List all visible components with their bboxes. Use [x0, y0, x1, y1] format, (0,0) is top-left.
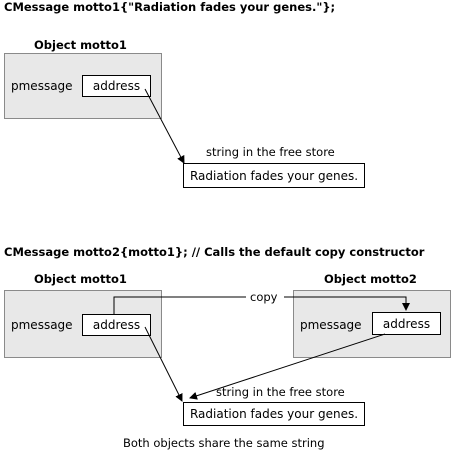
object-motto1-title-2: Object motto1 [34, 272, 127, 286]
pointer-arrow-motto1 [144, 326, 183, 402]
code-line-1: CMessage motto1{"Radiation fades your ge… [4, 0, 336, 14]
free-store-string-box: Radiation fades your genes. [183, 163, 365, 188]
copy-label: copy [248, 290, 280, 304]
pointer-arrow-motto2 [189, 333, 386, 400]
pmessage-label: pmessage [11, 79, 73, 93]
free-store-label-2: string in the free store [216, 385, 345, 399]
free-store-string-box-2: Radiation fades your genes. [183, 402, 365, 426]
pmessage-label-2: pmessage [300, 318, 362, 332]
copy-arrow [113, 296, 406, 314]
object-motto2-title: Object motto2 [324, 272, 417, 286]
pmessage-label-1: pmessage [11, 318, 73, 332]
address-box-1: address [82, 314, 151, 336]
code-line-2: CMessage motto2{motto1}; // Calls the de… [4, 245, 425, 259]
footer-caption: Both objects share the same string [123, 436, 325, 450]
object-motto1-title: Object motto1 [34, 38, 127, 52]
free-store-label: string in the free store [206, 145, 335, 159]
address-box-2: address [372, 312, 441, 335]
address-box: address [82, 75, 151, 97]
pointer-arrow-1 [144, 88, 185, 164]
